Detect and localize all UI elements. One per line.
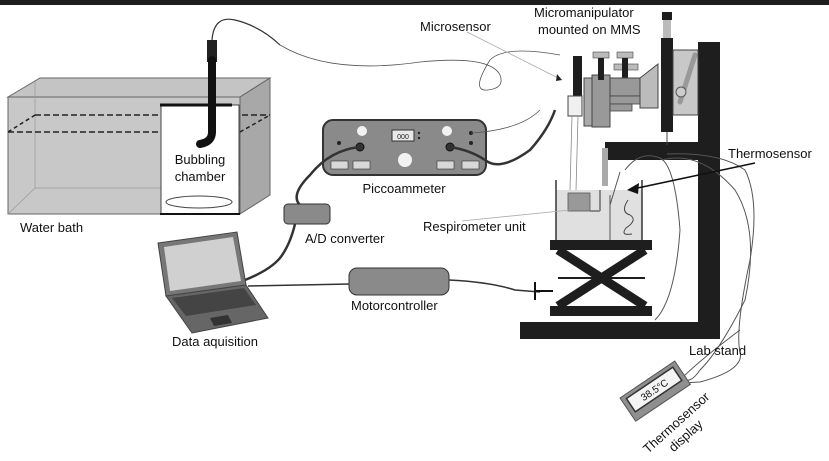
bubbling-probe xyxy=(196,18,281,148)
label-bubbling-chamber-2: chamber xyxy=(175,169,226,184)
label-data-acquisition: Data aquisition xyxy=(172,334,258,349)
label-ad-converter: A/D converter xyxy=(305,231,385,246)
scissor-lift xyxy=(550,240,652,316)
label-lab-stand: Lab stand xyxy=(689,343,746,358)
piccoammeter-display xyxy=(391,129,415,142)
probe-cable xyxy=(279,44,561,91)
label-micromanipulator-2: mounted on MMS xyxy=(538,22,641,37)
label-motorcontroller: Motorcontroller xyxy=(351,298,438,313)
label-bubbling-chamber-1: Bubbling xyxy=(175,152,226,167)
top-border xyxy=(0,0,829,5)
piccoammeter-readout: 000 xyxy=(397,134,409,141)
label-microsensor: Microsensor xyxy=(420,19,491,34)
lab-stand xyxy=(520,42,720,339)
ad-converter xyxy=(283,203,331,225)
microsensor-leader xyxy=(466,31,563,81)
respirometer-leader xyxy=(461,209,571,222)
respirometer-unit xyxy=(555,171,643,240)
thermosensor-arrow xyxy=(632,162,756,190)
micromanipulator xyxy=(567,12,699,191)
label-micromanipulator-1: Micromanipulator xyxy=(534,5,634,20)
label-thermosensor: Thermosensor xyxy=(728,146,812,161)
piccoammeter: 000 xyxy=(322,119,487,176)
label-respirometer-unit: Respirometer unit xyxy=(423,219,526,234)
bubbling-chamber xyxy=(160,103,240,215)
motorcontroller xyxy=(348,267,450,296)
label-piccoammeter: Piccoammeter xyxy=(362,181,446,196)
thermosensor-display: 38.5°C xyxy=(619,360,692,422)
label-water-bath: Water bath xyxy=(20,220,83,235)
laptop xyxy=(157,231,269,334)
